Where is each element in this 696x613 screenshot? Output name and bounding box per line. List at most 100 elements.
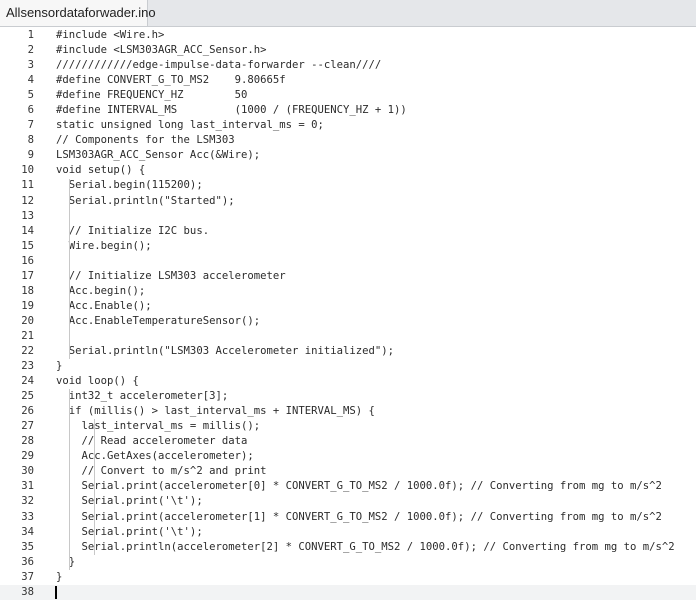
line-number: 34 bbox=[21, 525, 34, 538]
code-line[interactable]: 10 void setup() { bbox=[0, 163, 696, 178]
code-line[interactable]: 20 Acc.EnableTemperatureSensor(); bbox=[0, 314, 696, 329]
code-line[interactable]: 31 Serial.print(accelerometer[0] * CONVE… bbox=[0, 479, 696, 494]
code-line[interactable]: 8 // Components for the LSM303 bbox=[0, 133, 696, 148]
code-line[interactable]: 33 Serial.print(accelerometer[1] * CONVE… bbox=[0, 510, 696, 525]
line-number: 6 bbox=[27, 104, 34, 117]
code-text: #define INTERVAL_MS (1000 / (FREQUENCY_H… bbox=[56, 104, 407, 117]
code-text: Acc.begin(); bbox=[56, 284, 146, 297]
code-line[interactable]: 15 Wire.begin(); bbox=[0, 239, 696, 254]
code-text: Serial.println(accelerometer[2] * CONVER… bbox=[56, 540, 675, 553]
code-line[interactable]: 5 #define FREQUENCY_HZ 50 bbox=[0, 88, 696, 103]
code-text: Serial.print('\t'); bbox=[56, 495, 203, 508]
code-text: } bbox=[56, 555, 76, 568]
code-text: ////////////edge-impulse-data-forwarder … bbox=[56, 59, 382, 72]
code-line[interactable]: 17 // Initialize LSM303 accelerometer bbox=[0, 269, 696, 284]
code-text: Acc.Enable(); bbox=[56, 299, 152, 312]
code-line[interactable]: 4 #define CONVERT_G_TO_MS2 9.80665f bbox=[0, 73, 696, 88]
line-number: 23 bbox=[21, 360, 34, 373]
code-text: Serial.print(accelerometer[1] * CONVERT_… bbox=[56, 510, 662, 523]
code-text: void setup() { bbox=[56, 164, 146, 177]
code-line[interactable]: 12 Serial.println("Started"); bbox=[0, 194, 696, 209]
code-text: Serial.println("LSM303 Accelerometer ini… bbox=[56, 344, 395, 357]
line-number: 8 bbox=[27, 134, 34, 147]
line-number: 20 bbox=[21, 314, 34, 327]
line-number: 13 bbox=[21, 209, 34, 222]
code-line[interactable]: 2 #include <LSM303AGR_ACC_Sensor.h> bbox=[0, 43, 696, 58]
code-line[interactable]: 11 Serial.begin(115200); bbox=[0, 178, 696, 193]
code-line[interactable]: 3////////////edge-impulse-data-forwarder… bbox=[0, 58, 696, 73]
code-line[interactable]: 23} bbox=[0, 359, 696, 374]
code-line[interactable]: 35 Serial.println(accelerometer[2] * CON… bbox=[0, 540, 696, 555]
code-line[interactable]: 26 if (millis() > last_interval_ms + INT… bbox=[0, 404, 696, 419]
code-text: Serial.print('\t'); bbox=[56, 525, 203, 538]
code-text: #include <Wire.h> bbox=[56, 29, 165, 41]
code-line[interactable]: 32 Serial.print('\t'); bbox=[0, 494, 696, 509]
line-number: 25 bbox=[21, 390, 34, 403]
code-line[interactable]: 13 bbox=[0, 209, 696, 224]
code-line[interactable]: 19 Acc.Enable(); bbox=[0, 299, 696, 314]
code-line[interactable]: 16 bbox=[0, 254, 696, 269]
code-line[interactable]: 37} bbox=[0, 570, 696, 585]
code-line[interactable]: 30 // Convert to m/s^2 and print bbox=[0, 464, 696, 479]
code-text: #include <LSM303AGR_ACC_Sensor.h> bbox=[56, 44, 267, 57]
line-number: 7 bbox=[27, 119, 34, 132]
code-text: if (millis() > last_interval_ms + INTERV… bbox=[56, 405, 375, 418]
line-number: 18 bbox=[21, 284, 34, 297]
line-number: 38 bbox=[21, 585, 34, 598]
code-text: } bbox=[56, 570, 63, 583]
code-line[interactable]: 36 } bbox=[0, 555, 696, 570]
line-number: 26 bbox=[21, 405, 34, 418]
line-number: 2 bbox=[27, 44, 34, 57]
code-line[interactable]: 21 bbox=[0, 329, 696, 344]
code-text: #define FREQUENCY_HZ 50 bbox=[56, 89, 248, 102]
tab-file[interactable]: Allsensordataforwader.ino bbox=[0, 0, 156, 26]
code-text: Serial.begin(115200); bbox=[56, 179, 203, 192]
code-line[interactable]: 1 #include <Wire.h> bbox=[0, 28, 696, 43]
code-line[interactable]: 18 Acc.begin(); bbox=[0, 284, 696, 299]
code-text: // Convert to m/s^2 and print bbox=[56, 465, 267, 478]
line-number: 28 bbox=[21, 435, 34, 448]
line-number: 37 bbox=[21, 570, 34, 583]
line-number: 31 bbox=[21, 480, 34, 493]
indent-guide bbox=[69, 389, 70, 570]
code-line[interactable]: 34 Serial.print('\t'); bbox=[0, 525, 696, 540]
tab-bar: Allsensordataforwader.ino bbox=[0, 0, 696, 27]
text-cursor bbox=[55, 585, 57, 599]
code-text: void loop() { bbox=[56, 375, 139, 388]
code-text: #define CONVERT_G_TO_MS2 9.80665f bbox=[56, 74, 286, 87]
line-number: 35 bbox=[21, 540, 34, 553]
code-line[interactable]: 28 // Read accelerometer data bbox=[0, 434, 696, 449]
code-line[interactable]: 14 // Initialize I2C bus. bbox=[0, 224, 696, 239]
code-text: Acc.GetAxes(accelerometer); bbox=[56, 450, 254, 463]
line-number: 4 bbox=[27, 74, 34, 87]
code-line[interactable]: 24 void loop() { bbox=[0, 374, 696, 389]
line-number: 33 bbox=[21, 510, 34, 523]
code-text: Wire.begin(); bbox=[56, 239, 152, 252]
line-number: 5 bbox=[27, 89, 34, 102]
line-number: 22 bbox=[21, 344, 34, 357]
code-line[interactable]: 27 last_interval_ms = millis(); bbox=[0, 419, 696, 434]
line-number: 16 bbox=[21, 254, 34, 267]
indent-guide bbox=[69, 178, 70, 360]
code-text: last_interval_ms = millis(); bbox=[56, 420, 261, 433]
line-number: 29 bbox=[21, 450, 34, 463]
line-number: 21 bbox=[21, 329, 34, 342]
code-text: // Components for the LSM303 bbox=[56, 134, 235, 147]
code-text: } bbox=[56, 360, 63, 373]
code-line[interactable]: 25 int32_t accelerometer[3]; bbox=[0, 389, 696, 404]
code-text: LSM303AGR_ACC_Sensor Acc(&Wire); bbox=[56, 149, 261, 162]
line-number: 36 bbox=[21, 555, 34, 568]
code-line[interactable]: 29 Acc.GetAxes(accelerometer); bbox=[0, 449, 696, 464]
code-line[interactable]: 6 #define INTERVAL_MS (1000 / (FREQUENCY_… bbox=[0, 103, 696, 118]
code-line[interactable]: 22 Serial.println("LSM303 Accelerometer … bbox=[0, 344, 696, 359]
code-editor[interactable]: 1 #include <Wire.h> 2 #include <LSM303AGR_A… bbox=[0, 27, 696, 613]
line-number: 24 bbox=[21, 375, 34, 388]
code-line[interactable]: 38 bbox=[0, 584, 696, 600]
line-number: 10 bbox=[21, 164, 34, 177]
code-text: // Initialize I2C bus. bbox=[56, 224, 210, 237]
line-number: 27 bbox=[21, 420, 34, 433]
line-number: 30 bbox=[21, 465, 34, 478]
line-number: 1 bbox=[27, 29, 34, 41]
